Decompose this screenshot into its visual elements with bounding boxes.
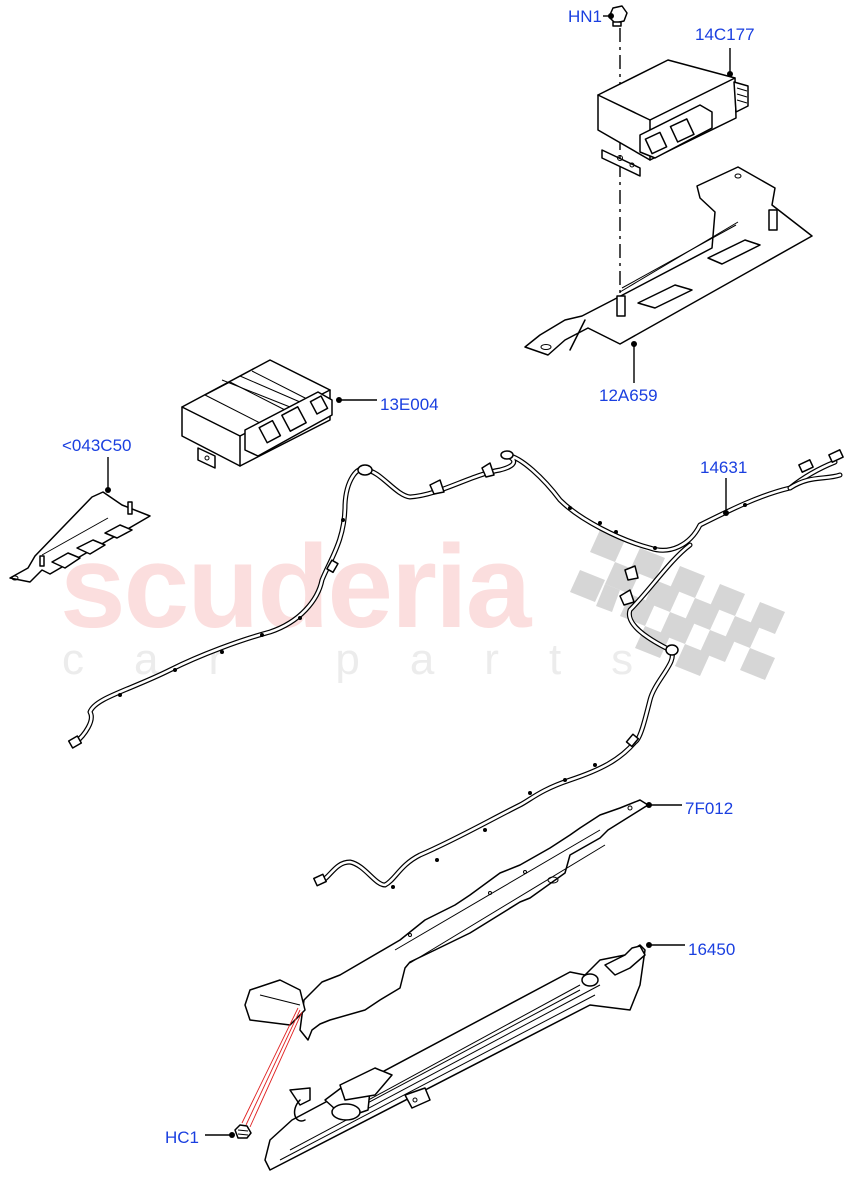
callout-14631[interactable]: 14631 <box>700 458 748 477</box>
callout-16450[interactable]: 16450 <box>688 940 736 959</box>
mounting-bracket-043C50[interactable] <box>9 491 151 583</box>
callout-12A659[interactable]: 12A659 <box>599 386 658 405</box>
mounting-bracket-12A659[interactable] <box>524 166 813 356</box>
nut-HN1[interactable] <box>608 5 628 295</box>
callout-leaders <box>105 13 733 1138</box>
clip-HC1[interactable] <box>234 1007 303 1139</box>
callout-HC1[interactable]: HC1 <box>165 1128 200 1147</box>
callout-13E004[interactable]: 13E004 <box>380 395 439 414</box>
side-step-rail-7F012[interactable] <box>244 799 649 1041</box>
callout-043C50[interactable]: <043C50 <box>62 436 132 455</box>
checkered-flag-watermark <box>570 530 785 680</box>
control-module-14C177[interactable] <box>597 59 749 177</box>
watermark-scuderia: scuderia <box>60 521 531 653</box>
control-module-13E004[interactable] <box>181 359 333 469</box>
running-board-16450[interactable] <box>264 944 646 1171</box>
callout-7F012[interactable]: 7F012 <box>685 799 734 818</box>
callout-14C177[interactable]: 14C177 <box>695 25 755 44</box>
wiring-harness-14631[interactable] <box>67 449 844 889</box>
callout-HN1[interactable]: HN1 <box>568 7 603 26</box>
